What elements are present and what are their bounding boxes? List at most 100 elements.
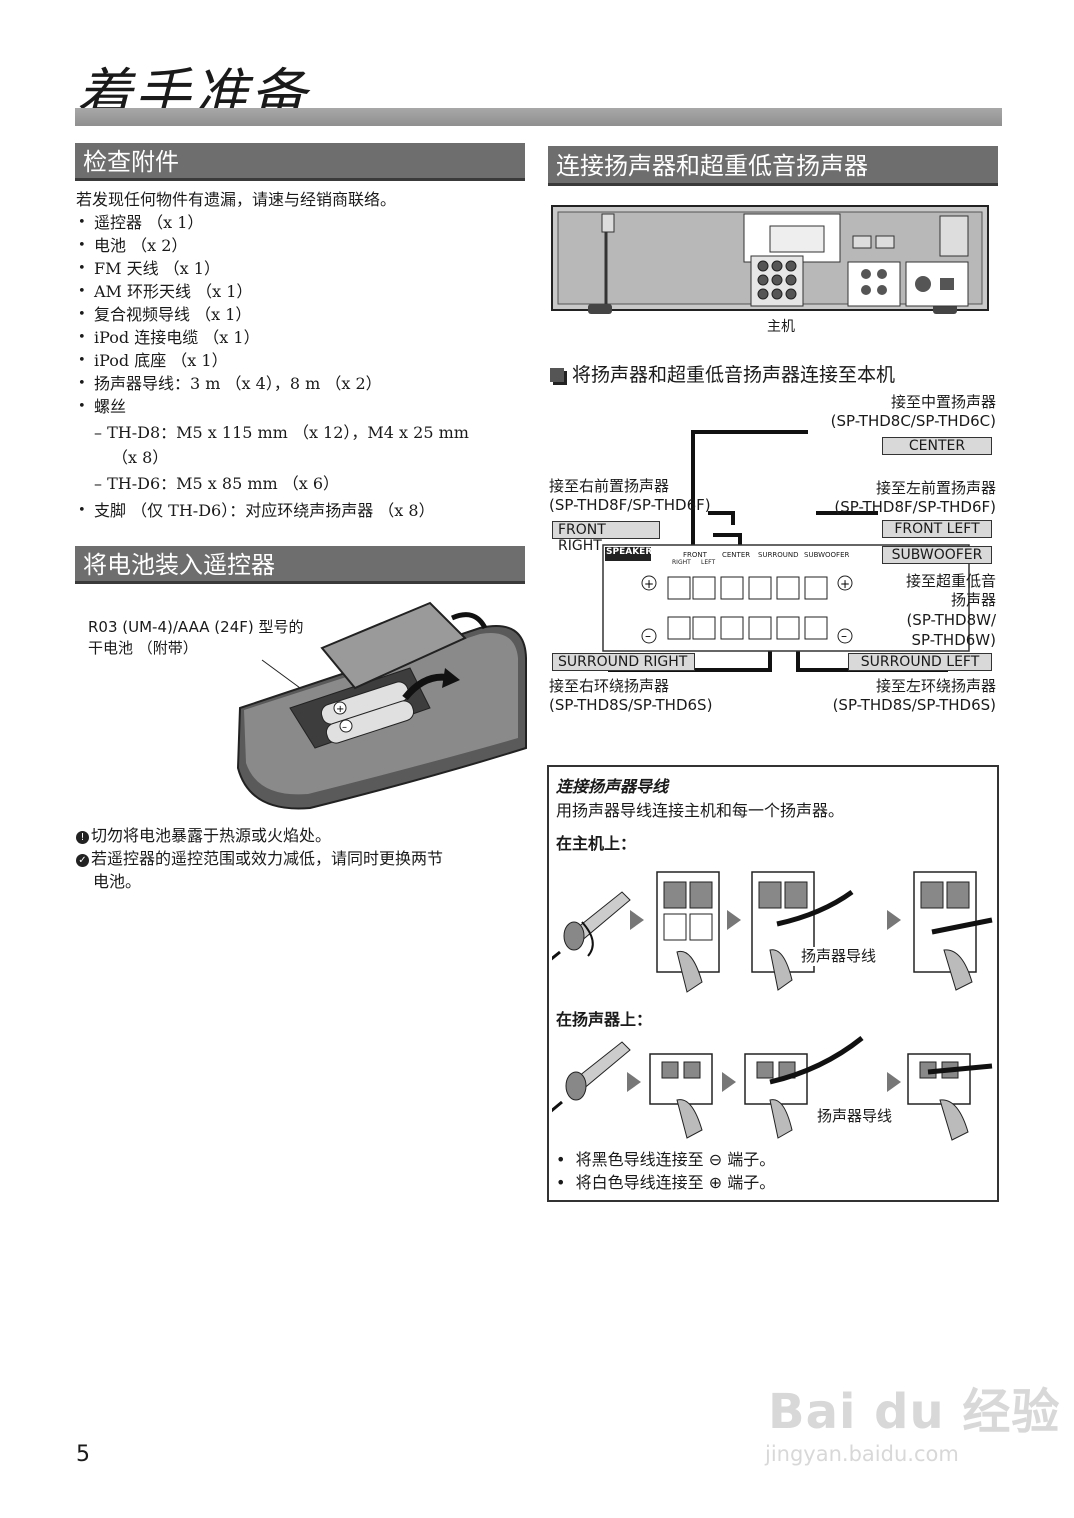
battery-warning-replace-text-cont: 电池。	[93, 872, 142, 891]
center-speaker-label: 接至中置扬声器	[890, 393, 996, 411]
step-arrow-icon	[722, 1072, 736, 1092]
svg-text:–: –	[841, 629, 847, 643]
battery-caption-line1: R03 (UM-4)/AAA (24F) 型号的	[88, 618, 304, 636]
svg-text:–: –	[342, 722, 347, 733]
subwoofer-speaker-model: (SP-THD8W/	[906, 611, 996, 629]
panel-speakers-label: SPEAKERS	[606, 547, 659, 557]
speaker-terminal-step-2	[744, 1036, 864, 1139]
speaker-wire-guide-box	[547, 765, 999, 1202]
speakers-heading-text: 连接扬声器和超重低音扬声器	[556, 152, 868, 180]
list-item: 复合视频导线 （x 1）	[76, 303, 526, 326]
guide-on-main-unit: 在主机上：	[556, 834, 637, 853]
baidu-watermark-url: jingyan.baidu.com	[765, 1442, 959, 1466]
svg-text:+: +	[336, 704, 344, 715]
panel-subwoofer-label: SUBWOOFER	[804, 551, 850, 559]
list-item: 螺丝	[76, 395, 526, 418]
front-right-tag: FRONT RIGHT	[552, 521, 660, 554]
list-item-screw-d8-count: （x 8）	[112, 448, 169, 467]
surround-left-speaker-label: 接至左环绕扬声器	[875, 677, 996, 695]
panel-left-label: LEFT	[701, 559, 716, 566]
surround-right-tag: SURROUND RIGHT	[552, 653, 695, 671]
wire-strip-step	[552, 891, 631, 961]
list-item: iPod 底座 （x 1）	[76, 349, 526, 372]
list-item: 电池 （x 2）	[76, 234, 526, 257]
warning-icon: !	[76, 831, 89, 844]
guide-title: 连接扬声器导线	[556, 777, 669, 796]
panel-center-label: CENTER	[722, 551, 751, 559]
terminal-step-1	[656, 871, 720, 993]
step-arrow-icon	[627, 1072, 641, 1092]
guide-description: 用扬声器导线连接主机和每一个扬声器。	[556, 801, 845, 820]
black-wire-note-text: 将黑色导线连接至 ⊖ 端子。	[575, 1150, 776, 1169]
battery-warning-replace-text: 若遥控器的遥控范围或效力减低，请同时更换两节	[91, 849, 444, 868]
subwoofer-speaker-model-cont: SP-THD6W)	[911, 631, 997, 649]
panel-right-label: RIGHT	[672, 559, 691, 566]
white-wire-note: • 将白色导线连接至 ⊕ 端子。	[556, 1173, 776, 1192]
speakers-heading: 连接扬声器和超重低音扬声器	[548, 146, 998, 186]
accessories-heading-text: 检查附件	[83, 148, 179, 176]
front-left-speaker-label: 接至左前置扬声器	[875, 479, 996, 497]
list-item-screw-d8: – TH-D8：M5 x 115 mm （x 12），M4 x 25 mm	[94, 423, 469, 442]
front-right-speaker-label: 接至右前置扬声器	[549, 477, 670, 495]
center-speaker-model: (SP-THD8C/SP-THD6C)	[830, 412, 996, 430]
battery-warning-heat-text: 切勿将电池暴露于热源或火焰处。	[91, 826, 332, 845]
wire-strip-step	[552, 1041, 631, 1113]
front-left-speaker-model: (SP-THD8F/SP-THD6F)	[834, 498, 996, 516]
battery-warning-replace: ✓若遥控器的遥控范围或效力减低，请同时更换两节	[76, 847, 526, 870]
speaker-wire-label: 扬声器导线	[817, 1107, 893, 1126]
list-item: 遥控器 （x 1）	[76, 211, 526, 234]
battery-notes: !切勿将电池暴露于热源或火焰处。 ✓若遥控器的遥控范围或效力减低，请同时更换两节…	[76, 824, 526, 893]
subwoofer-speaker-label-cont: 扬声器	[950, 591, 996, 609]
panel-surround-label: SURROUND	[758, 551, 799, 559]
panel-front-label: FRONT	[683, 551, 707, 559]
svg-text:+: +	[644, 577, 654, 591]
main-unit-wire-steps-illustration	[552, 871, 993, 993]
battery-heading: 将电池装入遥控器	[75, 546, 525, 584]
terminal-step-2	[751, 871, 854, 991]
speaker-terminal-step-1	[649, 1053, 713, 1139]
battery-heading-text: 将电池装入遥控器	[83, 551, 275, 579]
step-arrow-icon	[630, 910, 644, 930]
main-unit-label: 主机	[767, 319, 795, 335]
remote-battery-illustration: + –	[236, 601, 527, 810]
title-underline-bar	[75, 108, 1002, 126]
surround-right-speaker-model: (SP-THD8S/SP-THD6S)	[549, 696, 713, 714]
front-left-tag: FRONT LEFT	[882, 520, 992, 538]
step-arrow-icon	[887, 910, 901, 930]
info-icon: ✓	[76, 854, 89, 867]
black-wire-note: • 将黑色导线连接至 ⊖ 端子。	[556, 1150, 776, 1169]
list-item-feet: 支脚 （仅 TH-D6）：对应环绕声扬声器 （x 8）	[76, 499, 526, 522]
list-item-screw-d6: – TH-D6：M5 x 85 mm （x 6）	[94, 474, 340, 493]
baidu-watermark-logo: Bai du 经验	[768, 1384, 1061, 1440]
square-bullet-icon	[550, 368, 564, 382]
battery-caption-line2: 干电池 （附带）	[88, 639, 198, 657]
accessories-heading: 检查附件	[75, 143, 525, 181]
wire-polarity-notes: • 将黑色导线连接至 ⊖ 端子。 • 将白色导线连接至 ⊕ 端子。	[556, 1148, 775, 1194]
svg-text:–: –	[645, 629, 651, 643]
step-arrow-icon	[727, 910, 741, 930]
accessories-intro: 若发现任何物件有遗漏，请速与经销商联络。	[76, 190, 397, 209]
surround-right-speaker-label: 接至右环绕扬声器	[549, 677, 670, 695]
main-unit-rear-illustration	[551, 205, 989, 314]
white-wire-note-text: 将白色导线连接至 ⊕ 端子。	[575, 1173, 776, 1192]
main-unit-wire-label: 扬声器导线	[801, 947, 877, 966]
list-item: iPod 连接电缆 （x 1）	[76, 326, 526, 349]
speaker-connection-subheading: 将扬声器和超重低音扬声器连接至本机	[550, 360, 895, 387]
svg-text:+: +	[840, 577, 850, 591]
list-item: FM 天线 （x 1）	[76, 257, 526, 280]
subwoofer-speaker-label: 接至超重低音	[905, 572, 996, 590]
accessories-list: 遥控器 （x 1） 电池 （x 2） FM 天线 （x 1） AM 环形天线 （…	[76, 211, 526, 522]
list-item: AM 环形天线 （x 1）	[76, 280, 526, 303]
speaker-wire-steps-illustration	[552, 1036, 993, 1141]
surround-left-tag: SURROUND LEFT	[848, 653, 992, 671]
terminal-step-3	[913, 871, 993, 991]
page-number: 5	[76, 1442, 90, 1467]
guide-on-speaker: 在扬声器上：	[556, 1010, 653, 1029]
center-tag: CENTER	[882, 437, 992, 455]
front-right-speaker-model: (SP-THD8F/SP-THD6F)	[549, 496, 711, 514]
speaker-terminal-step-3	[907, 1053, 993, 1141]
step-arrow-icon	[887, 1072, 901, 1092]
subwoofer-tag: SUBWOOFER	[882, 546, 992, 564]
speaker-connection-subheading-text: 将扬声器和超重低音扬声器连接至本机	[572, 364, 896, 386]
list-item: 扬声器导线：3 m （x 4），8 m （x 2）	[76, 372, 526, 395]
